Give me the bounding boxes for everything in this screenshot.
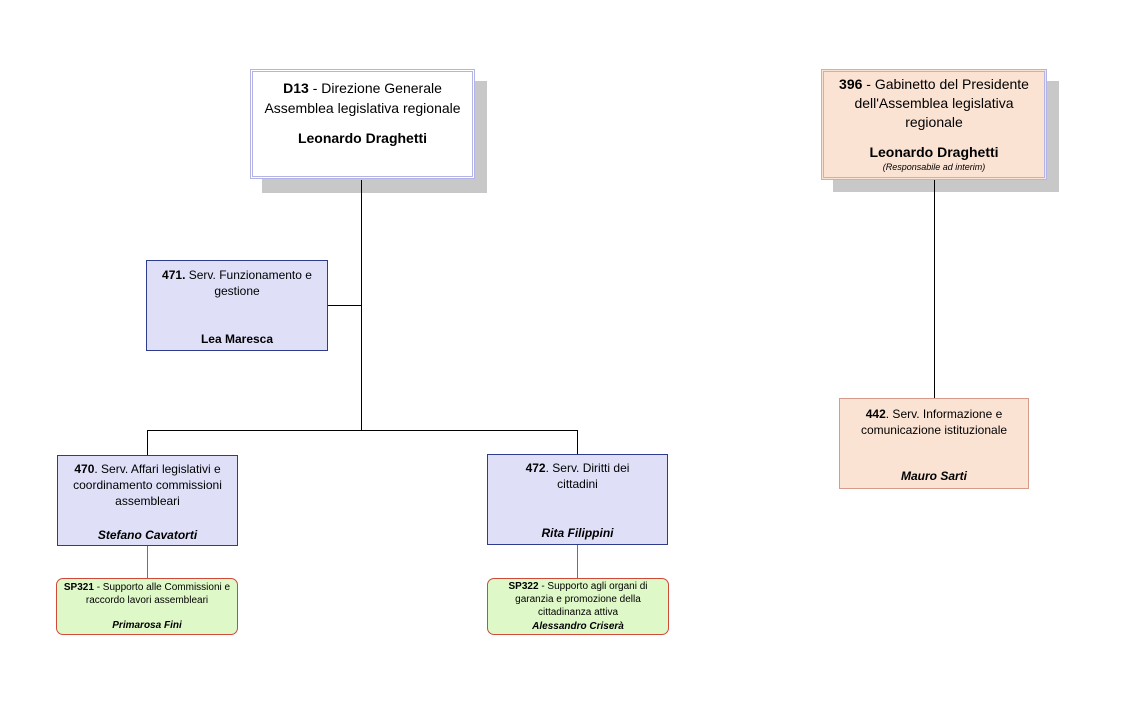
s471-title: Serv. Funzionamento e gestione	[188, 268, 312, 298]
g396-code: 396	[839, 76, 863, 92]
sp322-manager: Alessandro Criserà	[532, 621, 624, 632]
sp322-title-text: SP322 - Supporto agli organi di garanzia…	[488, 580, 668, 619]
org-node-472[interactable]: 472. Serv. Diritti dei cittadini Rita Fi…	[487, 454, 668, 545]
g396-manager: Leonardo Draghetti	[869, 144, 999, 160]
connector-472	[577, 430, 578, 455]
org-node-d13[interactable]: D13 - Direzione Generale Assemblea legis…	[250, 69, 475, 179]
connector-horizontal-bar	[147, 430, 578, 431]
org-node-396[interactable]: 396 - Gabinetto del Presidente dell'Asse…	[821, 69, 1047, 180]
s472-title-text: 472. Serv. Diritti dei cittadini	[488, 460, 667, 492]
connector-sp322	[577, 545, 578, 578]
s470-title: . Serv. Affari legislativi e coordinamen…	[73, 462, 222, 508]
s470-manager: Stefano Cavatorti	[97, 528, 198, 542]
s471-title-text: 471. Serv. Funzionamento e gestione	[147, 267, 327, 299]
s470-title-text: 470. Serv. Affari legislativi e coordina…	[58, 461, 237, 509]
d13-manager: Leonardo Draghetti	[297, 130, 428, 146]
s472-manager: Rita Filippini	[541, 526, 614, 540]
s471-code: 471.	[162, 268, 186, 282]
org-node-470[interactable]: 470. Serv. Affari legislativi e coordina…	[57, 455, 238, 546]
sp322-code: SP322	[508, 581, 539, 592]
sp321-manager: Primarosa Fini	[112, 620, 182, 631]
s442-title-text: 442. Serv. Informazione e comunicazione …	[840, 406, 1028, 438]
s442-manager: Mauro Sarti	[900, 469, 967, 483]
sp321-title-text: SP321 - Supporto alle Commissioni e racc…	[57, 581, 237, 607]
d13-code: D13	[283, 80, 309, 96]
g396-note: (Responsabile ad interim)	[882, 162, 986, 172]
s470-code: 470	[74, 462, 95, 476]
sp322-title: - Supporto agli organi di garanzia e pro…	[515, 581, 648, 618]
org-node-442[interactable]: 442. Serv. Informazione e comunicazione …	[839, 398, 1029, 489]
d13-title-text: D13 - Direzione Generale Assemblea legis…	[259, 78, 466, 118]
s471-manager: Lea Maresca	[200, 332, 274, 346]
org-node-sp321[interactable]: SP321 - Supporto alle Commissioni e racc…	[56, 578, 238, 635]
connector-471	[328, 305, 362, 306]
connector-470	[147, 430, 148, 455]
org-node-471[interactable]: 471. Serv. Funzionamento e gestione Lea …	[146, 260, 328, 351]
g396-title: - Gabinetto del Presidente dell'Assemble…	[854, 76, 1029, 130]
sp321-title: - Supporto alle Commissioni e raccordo l…	[85, 582, 231, 606]
s442-code: 442	[865, 407, 886, 421]
s472-code: 472	[525, 461, 546, 475]
d13-title: - Direzione Generale Assemblea legislati…	[264, 80, 461, 116]
s442-title: . Serv. Informazione e comunicazione ist…	[860, 407, 1008, 437]
org-node-sp322[interactable]: SP322 - Supporto agli organi di garanzia…	[487, 578, 669, 635]
connector-396-trunk	[934, 180, 935, 398]
g396-title-text: 396 - Gabinetto del Presidente dell'Asse…	[830, 75, 1038, 132]
sp321-code: SP321	[63, 582, 94, 593]
connector-sp321	[147, 546, 148, 578]
s472-title: . Serv. Diritti dei cittadini	[545, 461, 630, 491]
